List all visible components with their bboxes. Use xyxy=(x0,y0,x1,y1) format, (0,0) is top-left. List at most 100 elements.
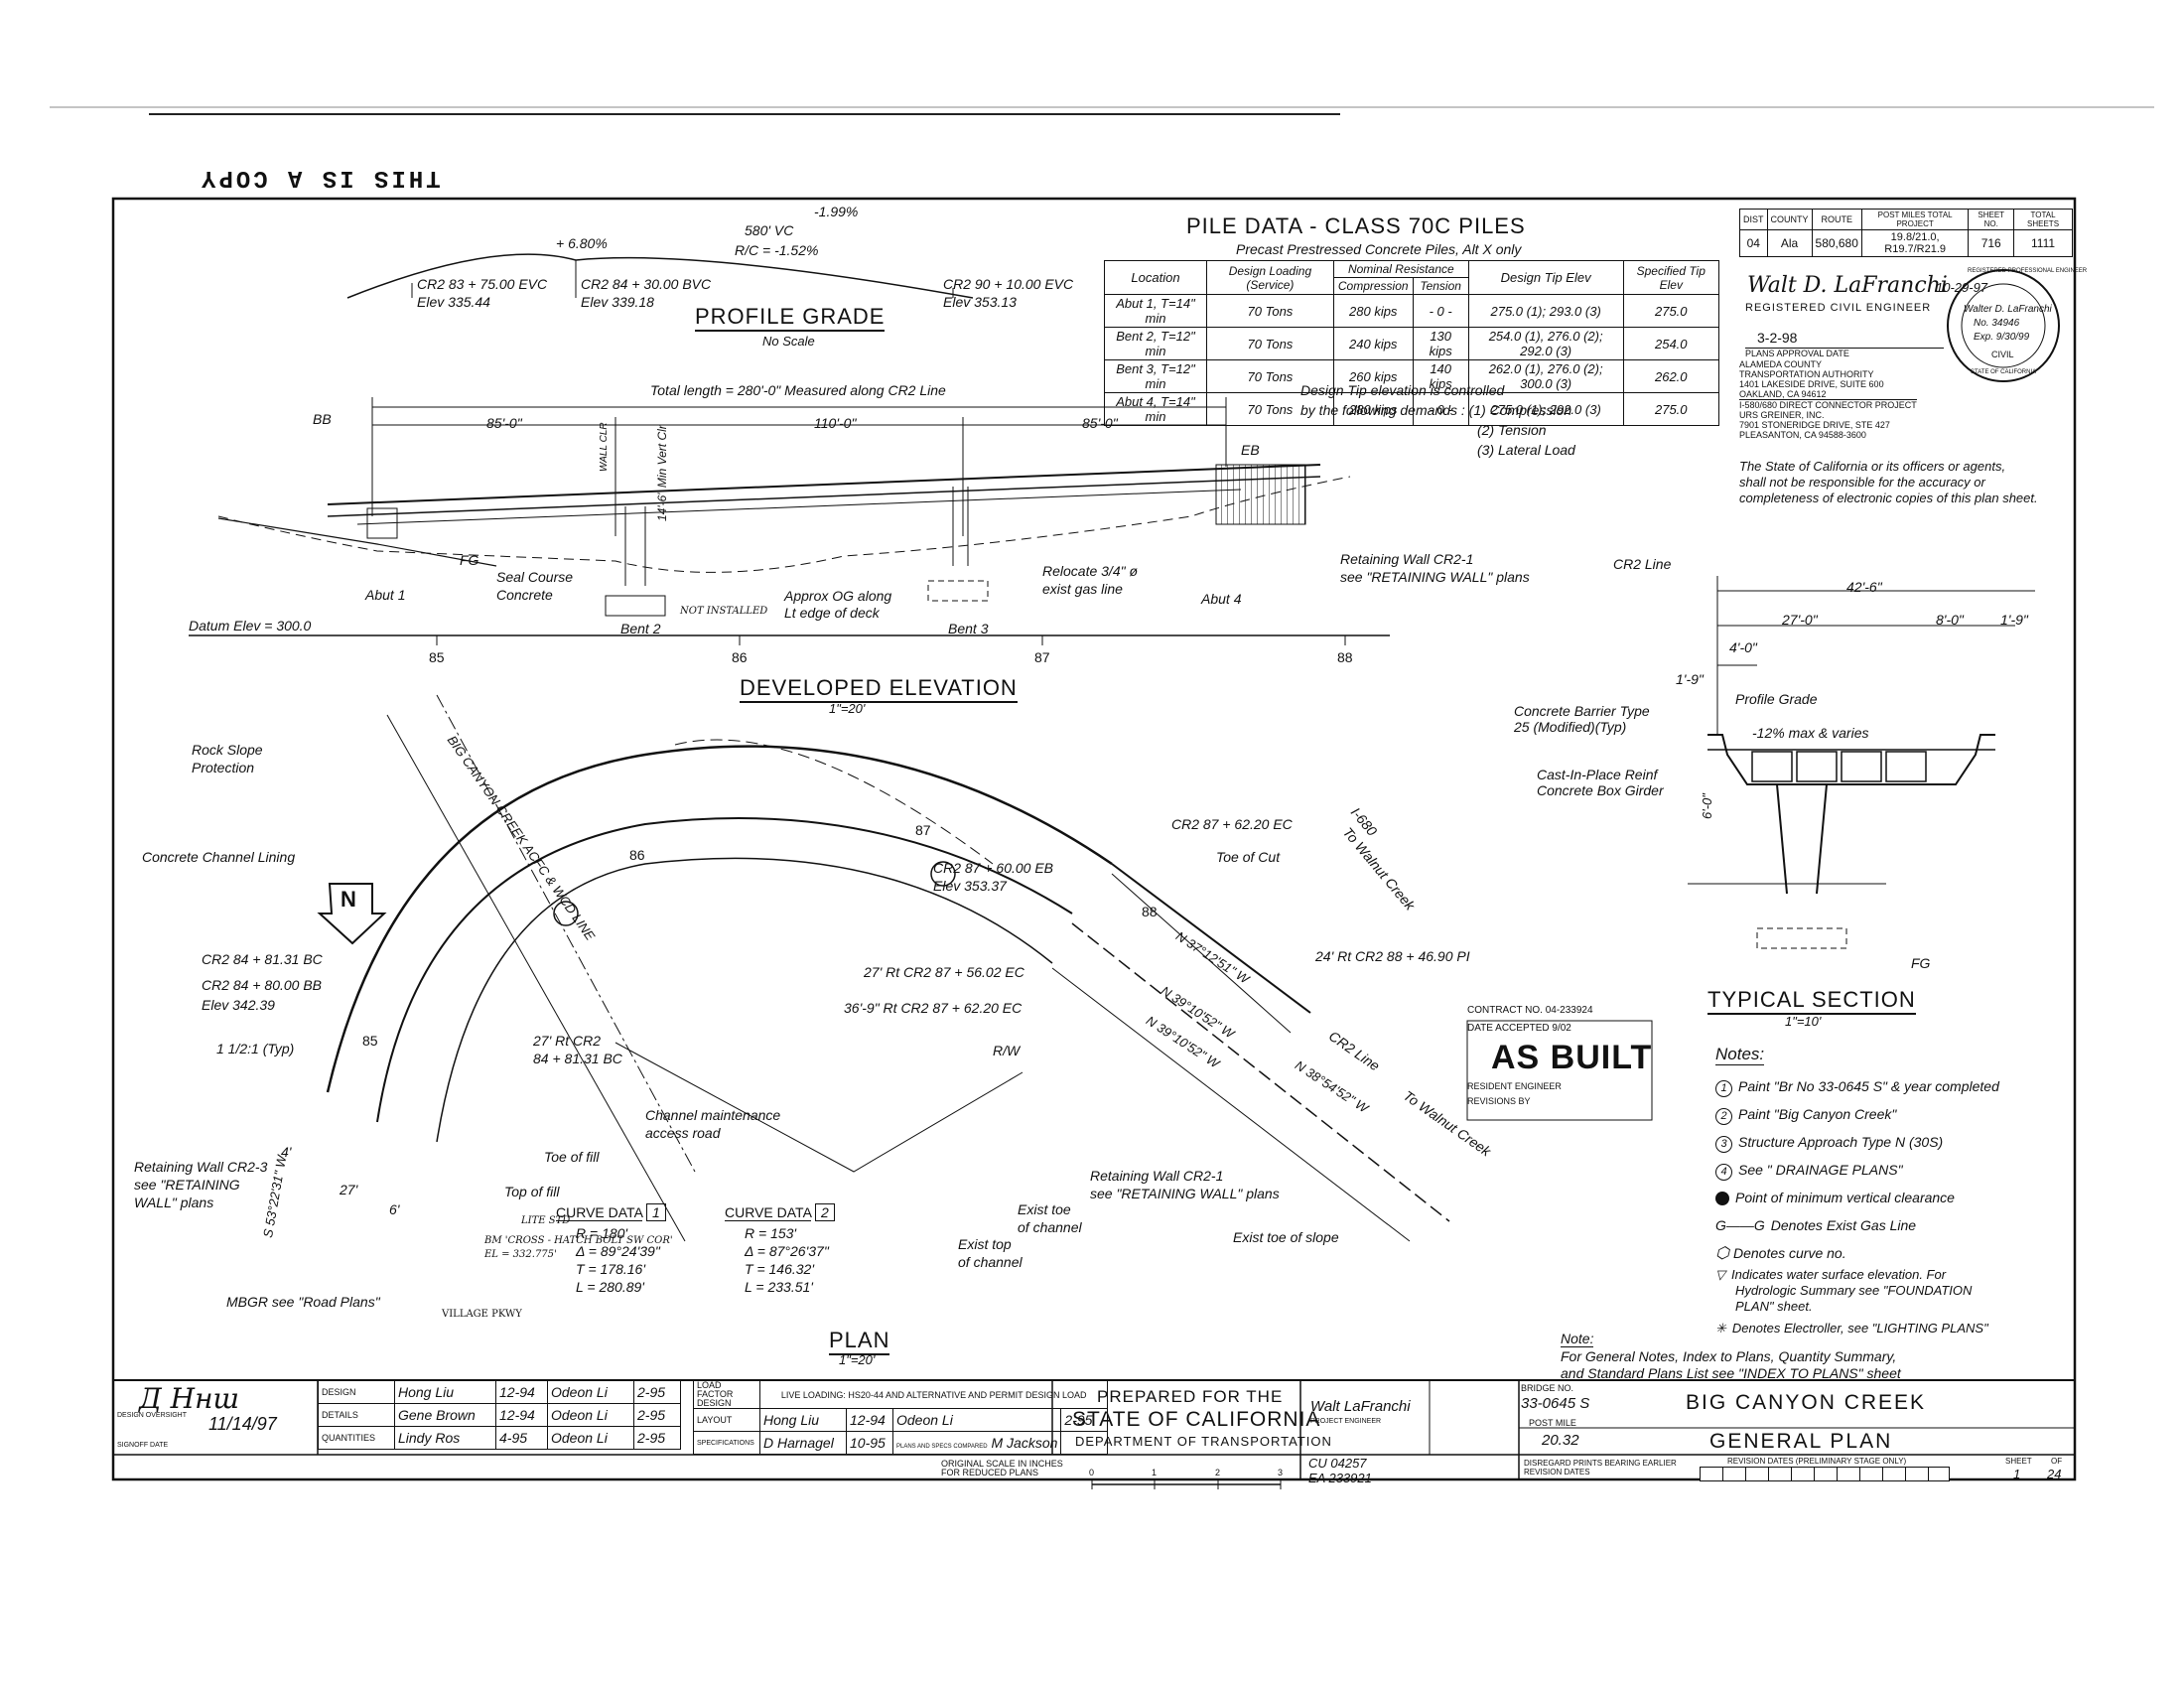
ts-w5: 1'-9" xyxy=(1676,671,1704,687)
plan-station-85: 85 xyxy=(362,1033,378,1049)
pile-cell: 275.0 xyxy=(1622,294,1720,328)
note-number-icon: 4 xyxy=(1715,1164,1732,1181)
sheet-label: SHEET xyxy=(2005,1457,2032,1466)
authority-line: TRANSPORTATION AUTHORITY xyxy=(1739,369,1874,379)
elev-station-86: 86 xyxy=(732,649,748,665)
pile-cell: 130 kips xyxy=(1412,327,1469,360)
row-checked: Odeon Li xyxy=(547,1426,634,1450)
hdr-val: 1111 xyxy=(2013,229,2073,257)
curve-1-delta: Δ = 89°24'39" xyxy=(576,1243,660,1259)
pile-cell: Bent 3, T=12" min xyxy=(1104,359,1207,393)
tip-note-4: (3) Lateral Load xyxy=(1477,442,1575,458)
pile-data-table: Location Design Loading (Service) Nomina… xyxy=(1104,260,1720,426)
elev-eb: EB xyxy=(1241,442,1260,458)
top-of-fill: Top of fill xyxy=(504,1184,560,1199)
plan-bc1: CR2 84 + 81.31 BC xyxy=(202,951,323,967)
pile-cell: Bent 2, T=12" min xyxy=(1104,327,1207,360)
layout-label: LAYOUT xyxy=(693,1408,760,1432)
project-engineer-name: Walt LaFranchi xyxy=(1310,1398,1411,1415)
hdr-col: COUNTY xyxy=(1766,209,1813,230)
bridge-no-label: BRIDGE NO. xyxy=(1521,1383,1574,1393)
note-number-icon: 1 xyxy=(1715,1080,1732,1097)
rock-slope: Rock Slope xyxy=(192,742,263,758)
lite-std: LITE STD xyxy=(521,1215,571,1226)
copy-stamp: THIS IS A COPY xyxy=(199,164,441,191)
curve-1-r: R = 180' xyxy=(576,1225,628,1241)
disclaimer-line: The State of California or its officers … xyxy=(1739,459,2006,474)
scale-tick-1: 1 xyxy=(1152,1468,1158,1477)
authority-line: ALAMEDA COUNTY xyxy=(1739,359,1823,369)
pile-header-design-tip: Design Tip Elev xyxy=(1467,260,1624,295)
water-surface-legend: ▽Indicates water surface elevation. For … xyxy=(1715,1267,1988,1336)
sheet-total: 24 xyxy=(2047,1467,2062,1481)
disclaimer-line: shall not be responsible for the accurac… xyxy=(1739,475,1985,490)
loading-table: LOAD FACTOR DESIGN LIVE LOADING: HS20-44… xyxy=(693,1380,1109,1455)
legend-text: PLAN" sheet. xyxy=(1735,1299,1813,1314)
row-label: DETAILS xyxy=(318,1403,395,1427)
cu-number: CU 04257 xyxy=(1308,1456,1367,1471)
pile-cell: 70 Tons xyxy=(1205,294,1334,328)
plan-eb: CR2 87 + 60.00 EB xyxy=(933,860,1054,876)
row-date: 12-94 xyxy=(495,1380,548,1404)
access-road: access road xyxy=(645,1125,721,1141)
approval-date: 3-2-98 xyxy=(1757,330,1798,346)
seal-exp: Exp. 9/30/99 xyxy=(1974,332,2030,343)
curve-2-num: 2 xyxy=(815,1203,835,1221)
plan-dim-27: 27' xyxy=(340,1182,358,1197)
pile-cell: 280 kips xyxy=(1332,392,1414,426)
pile-cell: 260 kips xyxy=(1332,359,1414,393)
legend-text: Indicates water surface elevation. For xyxy=(1731,1267,1947,1282)
total-length: Total length = 280'-0" Measured along CR… xyxy=(650,382,946,398)
curve-1-t: T = 178.16' xyxy=(576,1261,645,1277)
row-cdate: 2-95 xyxy=(633,1426,681,1450)
ts-width-total: 42'-6" xyxy=(1846,579,1882,595)
spec-checked-name: M Jackson xyxy=(991,1435,1058,1451)
ts-w4: 4'-0" xyxy=(1729,639,1757,655)
profile-left-elev: Elev 335.44 xyxy=(417,294,490,310)
curve-1-num: 1 xyxy=(646,1203,666,1221)
profile-right-label: CR2 90 + 10.00 EVC xyxy=(943,276,1074,292)
electroller-icon: ✳ xyxy=(1715,1321,1726,1336)
legend-text: Denotes Electroller, see "LIGHTING PLANS… xyxy=(1731,1321,1988,1336)
profile-right-elev: Elev 353.13 xyxy=(943,294,1017,310)
elev-station-85: 85 xyxy=(429,649,445,665)
design-row: QUANTITIES Lindy Ros 4-95 Odeon Li 2-95 xyxy=(318,1426,681,1450)
hdr-val: 716 xyxy=(1968,229,2015,257)
live-loading: LIVE LOADING: HS20-44 AND ALTERNATIVE AN… xyxy=(758,1380,1109,1409)
benchmark-2: EL = 332.775' xyxy=(484,1249,557,1260)
benchmark-1: BM 'CROSS - HATCH BOLT SW COR' xyxy=(484,1235,673,1246)
profile-grade-title: PROFILE GRADE xyxy=(695,304,886,332)
plan-rw: R/W xyxy=(993,1043,1021,1058)
bent-2: Bent 2 xyxy=(620,621,661,636)
rw-cr2-1-plan-see: see "RETAINING WALL" plans xyxy=(1090,1186,1280,1201)
pile-data-title: PILE DATA - CLASS 70C PILES xyxy=(1186,213,1526,238)
curve-2-r: R = 153' xyxy=(745,1225,797,1241)
prepared-line-2: STATE OF CALIFORNIA xyxy=(1072,1408,1321,1431)
plan-title: PLAN xyxy=(829,1328,890,1355)
retaining-wall-plans: see "RETAINING WALL" plans xyxy=(1340,569,1530,585)
authority-line: 7901 STONERIDGE DRIVE, STE 427 xyxy=(1739,420,1890,430)
developed-elevation-scale: 1"=20' xyxy=(829,701,866,716)
lt-edge: Lt edge of deck xyxy=(784,605,880,621)
mbgr: MBGR see "Road Plans" xyxy=(226,1294,380,1310)
abut-1: Abut 1 xyxy=(365,587,406,603)
note-text: See " DRAINAGE PLANS" xyxy=(1738,1162,1903,1178)
profile-mid-elev: Elev 339.18 xyxy=(581,294,654,310)
notes-title: Notes: xyxy=(1715,1045,1765,1065)
layout-checked: Odeon Li xyxy=(891,1408,1062,1432)
row-by: Lindy Ros xyxy=(394,1426,496,1450)
scale-tick-0: 0 xyxy=(1089,1468,1095,1477)
legend-clearance: Point of minimum vertical clearance xyxy=(1715,1184,1999,1211)
ts-barrier-2: 25 (Modified)(Typ) xyxy=(1514,719,1627,735)
pile-cell: - 0 - xyxy=(1412,294,1469,328)
hdr-val: 580,680 xyxy=(1811,229,1862,257)
design-row: DESIGN Hong Liu 12-94 Odeon Li 2-95 xyxy=(318,1380,681,1404)
exist-toe-slope: Exist toe of slope xyxy=(1233,1229,1339,1245)
datum-elev: Datum Elev = 300.0 xyxy=(189,618,312,633)
